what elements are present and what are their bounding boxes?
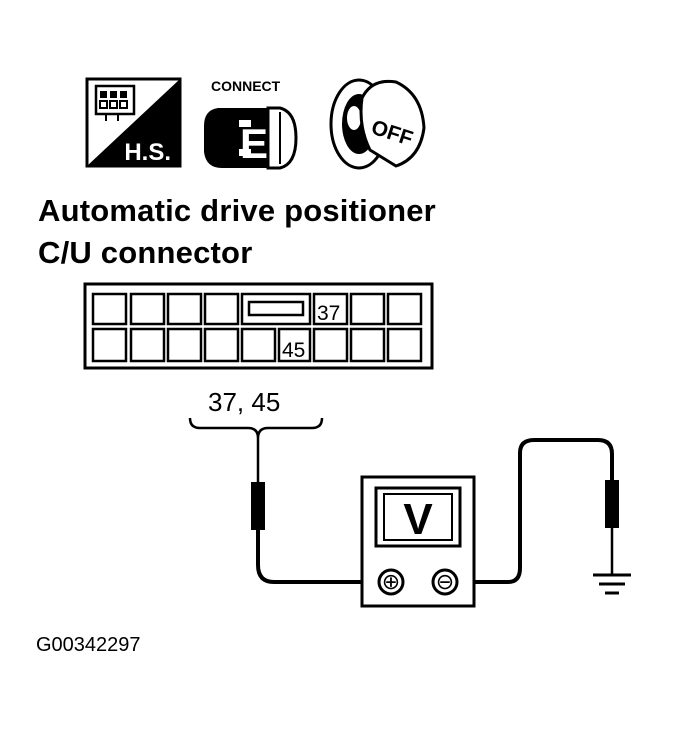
pin-37-label: 37 bbox=[317, 302, 340, 325]
terminal-brace: 37, 45 bbox=[188, 387, 324, 439]
harness-side-label: H.S. bbox=[124, 139, 171, 166]
positive-terminal bbox=[377, 568, 405, 596]
connect-letter: E bbox=[240, 120, 268, 167]
terminal-brace-label: 37, 45 bbox=[208, 387, 280, 417]
negative-terminal bbox=[431, 568, 459, 596]
connector-face: 37 45 bbox=[83, 282, 434, 370]
negative-probe bbox=[460, 438, 619, 584]
title-line-2: C/U connector bbox=[38, 235, 253, 270]
voltmeter-display: V bbox=[403, 495, 433, 544]
voltmeter: V ⊕ ⊖ bbox=[360, 475, 476, 608]
pin-45-label: 45 bbox=[282, 339, 305, 362]
ignition-off-icon: OFF bbox=[329, 78, 426, 170]
harness-side-icon: H.S. bbox=[85, 77, 182, 168]
figure-id: G00342297 bbox=[36, 634, 141, 656]
connect-label: CONNECT bbox=[211, 78, 281, 94]
title-line-1: Automatic drive positioner bbox=[38, 193, 436, 228]
positive-terminal-symbol: ⊕ bbox=[382, 569, 400, 594]
ground-symbol bbox=[593, 573, 631, 595]
negative-terminal-symbol: ⊖ bbox=[436, 569, 454, 594]
positive-probe bbox=[251, 438, 378, 584]
connect-icon: CONNECT E bbox=[204, 78, 298, 170]
